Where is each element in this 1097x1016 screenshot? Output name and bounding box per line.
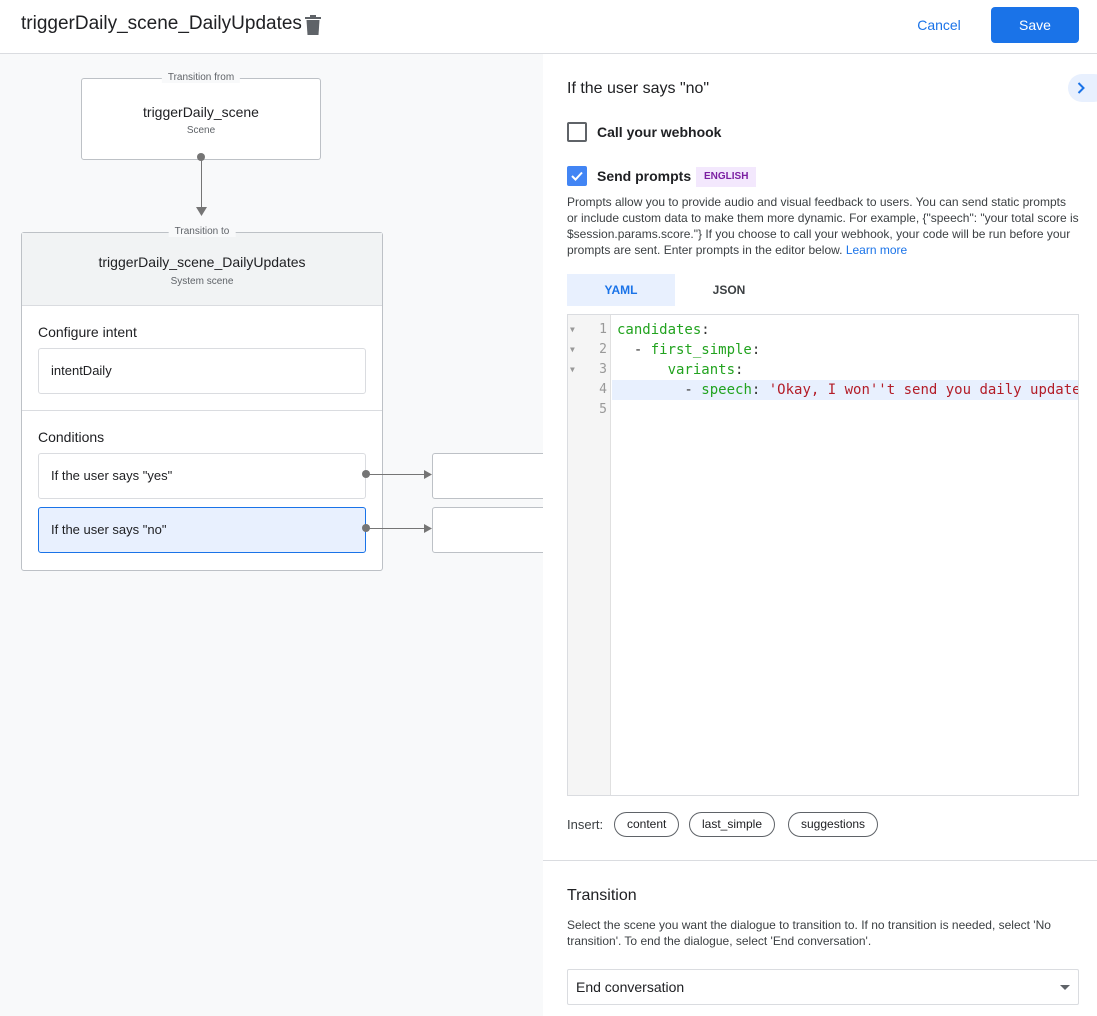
to-scene-name: triggerDaily_scene_DailyUpdates	[98, 254, 306, 270]
code-line: variants:	[612, 360, 1078, 380]
code-line: - first_simple:	[612, 340, 1078, 360]
divider	[22, 410, 382, 411]
transition-from-caption: Transition from	[161, 72, 241, 83]
code-line	[612, 400, 1078, 420]
code-line: candidates:	[612, 320, 1078, 340]
transition-to-node: Transition to triggerDaily_scene_DailyUp…	[21, 226, 383, 571]
fold-arrow-icon[interactable]: ▼	[570, 365, 575, 374]
arrow-right-icon	[424, 524, 432, 533]
transition-description: Select the scene you want the dialogue t…	[567, 918, 1051, 948]
scene-canvas: Transition from triggerDaily_scene Scene…	[0, 54, 543, 1016]
description-text: Prompts allow you to provide audio and v…	[567, 195, 1079, 257]
line-number: 5	[568, 400, 611, 420]
divider	[543, 860, 1097, 861]
insert-last-simple-chip[interactable]: last_simple	[689, 812, 776, 837]
insert-label: Insert:	[567, 817, 604, 832]
transition-select[interactable]: End conversation	[567, 969, 1079, 1005]
node-header[interactable]: Transition to triggerDaily_scene_DailyUp…	[22, 226, 382, 306]
cancel-button[interactable]: Cancel	[917, 17, 961, 33]
panel-title: If the user says "no"	[567, 80, 710, 97]
yaml-separator: :	[735, 362, 744, 378]
header: triggerDaily_scene_DailyUpdates Cancel S…	[0, 0, 1097, 54]
webhook-label: Call your webhook	[597, 124, 722, 140]
line-number-text: 5	[599, 402, 607, 417]
yaml-string: 'Okay, I won''t send you daily update	[768, 382, 1078, 398]
trash-icon[interactable]	[305, 15, 321, 35]
prompts-checkbox[interactable]	[567, 166, 587, 186]
code-indent	[617, 362, 668, 378]
chevron-right-icon	[1077, 82, 1085, 94]
yaml-key: candidates	[617, 322, 702, 338]
collapse-panel-button[interactable]	[1068, 74, 1097, 102]
to-scene-type: System scene	[170, 276, 234, 287]
from-scene-name: triggerDaily_scene	[143, 104, 259, 120]
intent-field[interactable]: intentDaily	[38, 348, 366, 394]
fold-arrow-icon[interactable]: ▼	[570, 345, 575, 354]
prompts-description: Prompts allow you to provide audio and v…	[567, 194, 1079, 258]
prompts-label: Send prompts	[597, 168, 692, 184]
code-indent: -	[617, 382, 702, 398]
yaml-separator: :	[701, 322, 710, 338]
transition-to-caption: Transition to	[168, 226, 236, 237]
code-indent: -	[617, 342, 651, 358]
transition-from-node[interactable]: Transition from triggerDaily_scene Scene	[81, 72, 321, 160]
arrow-right-icon	[424, 470, 432, 479]
condition-yes[interactable]: If the user says "yes"	[38, 453, 366, 499]
line-number: ▼1	[568, 320, 611, 340]
arrow-down-icon	[196, 207, 207, 216]
line-number: ▼2	[568, 340, 611, 360]
save-button[interactable]: Save	[991, 7, 1079, 43]
language-badge: ENGLISH	[696, 167, 757, 187]
connector-dot	[197, 153, 205, 161]
line-number: ▼3	[568, 360, 611, 380]
insert-content-chip[interactable]: content	[614, 812, 680, 837]
yaml-separator: :	[751, 382, 769, 398]
line-number-text: 4	[599, 382, 607, 397]
yaml-key: variants	[667, 362, 736, 378]
condition-no[interactable]: If the user says "no"	[38, 507, 366, 553]
dropdown-arrow-icon	[1060, 985, 1070, 990]
yaml-separator: :	[751, 342, 761, 358]
transition-select-value: End conversation	[576, 979, 685, 995]
from-scene-type: Scene	[186, 125, 216, 136]
conditions-label: Conditions	[38, 429, 105, 445]
configure-intent-label: Configure intent	[38, 324, 137, 340]
yaml-key: speech	[701, 382, 752, 398]
learn-more-link[interactable]: Learn more	[845, 243, 908, 257]
line-number: 4	[568, 380, 611, 400]
editor-gutter	[568, 315, 611, 795]
connector-line	[201, 158, 202, 208]
fold-arrow-icon[interactable]: ▼	[570, 325, 575, 334]
connector-line	[366, 474, 426, 475]
line-number-text: 1	[599, 322, 607, 337]
code-line: - speech: 'Okay, I won''t send you daily…	[612, 380, 1078, 400]
transition-title: Transition	[567, 887, 637, 904]
webhook-checkbox[interactable]	[567, 122, 587, 142]
check-icon	[571, 171, 583, 181]
tab-json[interactable]: JSON	[712, 283, 746, 297]
line-number-text: 2	[599, 342, 607, 357]
page-title: triggerDaily_scene_DailyUpdates	[21, 13, 302, 34]
no-target-node[interactable]	[432, 507, 543, 553]
line-number-text: 3	[599, 362, 607, 377]
yes-target-node[interactable]	[432, 453, 543, 499]
connector-line	[366, 528, 426, 529]
yaml-key: first_simple	[650, 342, 752, 358]
insert-suggestions-chip[interactable]: suggestions	[788, 812, 879, 837]
tab-yaml[interactable]: YAML	[567, 274, 675, 306]
